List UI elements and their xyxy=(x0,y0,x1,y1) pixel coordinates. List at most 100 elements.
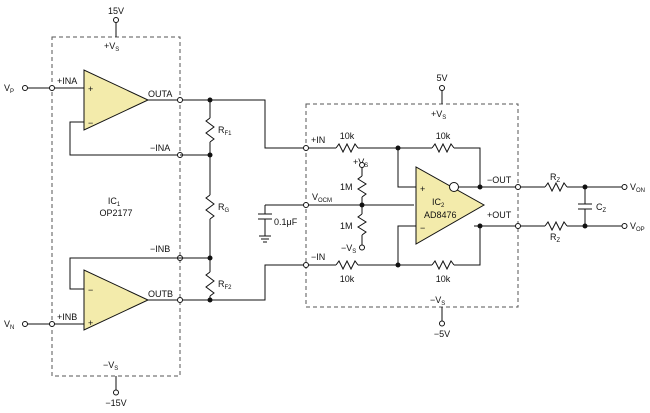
junction-plus-out xyxy=(477,223,483,229)
ic2-plus-input-wire xyxy=(397,148,416,188)
resistor-rf2-label: RF2 xyxy=(218,279,232,291)
resistor-rg xyxy=(205,194,215,220)
resistor-10k-feedback-bottom-label: 10k xyxy=(436,274,451,284)
ic2-supply-positive-voltage: 5V xyxy=(436,73,447,83)
ic1-amp-a-minus-sign: − xyxy=(88,118,93,128)
ic2-part-number: AD8476 xyxy=(424,210,457,220)
ic1-amp-b-minus-sign: − xyxy=(88,285,93,295)
junction-minus-out xyxy=(477,184,483,190)
out-b-to-ic2-wire xyxy=(210,264,306,301)
ic2-feedback-top-wire xyxy=(454,147,481,187)
ic2-supply-negative-terminal xyxy=(439,320,445,327)
ic1-supply-positive-pin-label: +VS xyxy=(104,41,119,53)
ic1-amp-b-triangle xyxy=(83,269,150,331)
output-vop-label: VOP xyxy=(630,221,645,233)
resistor-10k-input-top-label: 10k xyxy=(340,131,355,141)
ic2-supply-positive-pin-label: +VS xyxy=(431,109,446,121)
resistor-rz-bottom xyxy=(544,220,568,232)
resistor-1m-top xyxy=(357,175,367,198)
junction-cz-top xyxy=(582,184,588,190)
input-vp-label: VP xyxy=(4,83,14,95)
ic2-pin-vocm-label: VOCM xyxy=(312,192,332,204)
junction-ic2-bottom-bus xyxy=(395,262,401,268)
ic1-amp-b-plus-sign: + xyxy=(88,318,93,328)
ic2-divider-vs-negative-terminal xyxy=(359,244,365,251)
ic2-divider-vs-positive-terminal xyxy=(359,162,365,168)
ic1-pin-minus-ina-label: −INA xyxy=(150,143,170,153)
out-a-to-ic2-wire xyxy=(210,99,306,149)
ic2-pin-vocm xyxy=(303,202,309,208)
output-von-terminal xyxy=(621,184,628,190)
ic2-pin-minus-out-label: −OUT xyxy=(487,175,512,185)
ic2-pin-minus-in-label: −IN xyxy=(311,252,325,262)
ic2-amp-minus-sign: − xyxy=(420,223,425,233)
ic1-name: IC1 xyxy=(108,196,121,208)
resistor-10k-input-bottom xyxy=(335,259,359,271)
ic2-minus-input-wire xyxy=(397,225,416,265)
junction-cz-bottom xyxy=(582,223,588,229)
ic2-pin-plus-out-label: +OUT xyxy=(487,210,512,220)
ic1-supply-negative-terminal xyxy=(113,389,119,396)
ic2-pin-plus-in-label: +IN xyxy=(311,135,325,145)
ic1-supply-positive-voltage: 15V xyxy=(108,6,124,16)
ic1-amp-a-triangle xyxy=(83,69,150,131)
ic1-pin-out-b xyxy=(177,297,183,303)
ic2-pin-plus-in xyxy=(303,145,309,151)
junction-minus-inb xyxy=(207,255,213,261)
input-vn-terminal xyxy=(22,321,28,327)
resistor-rf1 xyxy=(205,117,215,143)
resistor-10k-input-bottom-label: 10k xyxy=(340,274,355,284)
ic2-pin-minus-in xyxy=(303,262,309,268)
input-vn-label: VN xyxy=(4,319,14,331)
ic2-supply-positive-terminal xyxy=(439,85,445,91)
ic1-pin-out-a-label: OUTA xyxy=(148,89,172,99)
ic2-supply-negative-voltage: −5V xyxy=(434,329,450,339)
ic1-pin-plus-inb-label: +INB xyxy=(57,312,77,322)
ic2-divider-vs-negative-label: −VS xyxy=(341,243,356,255)
resistor-1m-top-label: 1M xyxy=(340,182,353,192)
resistor-rz-top xyxy=(544,181,568,193)
junction-vocm-divider xyxy=(359,202,365,208)
output-vop-terminal xyxy=(621,223,628,229)
output-von-label: VON xyxy=(630,182,645,194)
resistor-rz-top-label: RZ xyxy=(550,172,561,184)
resistor-10k-feedback-top-label: 10k xyxy=(436,131,451,141)
ic1-amp-a-plus-sign: + xyxy=(88,84,93,94)
ic1-pin-out-b-label: OUTB xyxy=(148,289,173,299)
resistor-10k-feedback-top xyxy=(431,142,455,154)
bypass-cap-label: 0.1μF xyxy=(274,217,298,227)
resistor-rf1-label: RF1 xyxy=(218,125,232,137)
ic1-amp-a-feedback-wire xyxy=(69,121,180,156)
ic1-pin-plus-inb xyxy=(49,321,55,327)
resistor-rf2 xyxy=(205,271,215,297)
capacitor-cz-label: CZ xyxy=(596,202,607,214)
ic2-pin-plus-out xyxy=(515,223,521,229)
ic1-supply-positive-terminal xyxy=(113,17,119,23)
ic1-pin-plus-ina-label: +INA xyxy=(57,76,77,86)
ic1-pin-out-a xyxy=(177,97,183,103)
ic1-part-number: OP2177 xyxy=(99,208,132,218)
ic2-feedback-bottom-wire xyxy=(454,226,481,266)
ic1-supply-negative-pin-label: −VS xyxy=(103,360,118,372)
ic2-divider-vs-positive-label: +VS xyxy=(353,157,368,169)
ic1-pin-plus-ina xyxy=(49,85,55,91)
ic1-supply-negative-voltage: −15V xyxy=(105,398,126,408)
resistor-10k-input-top xyxy=(335,142,359,154)
ic2-amp-plus-sign: + xyxy=(420,184,425,194)
resistor-1m-bottom xyxy=(357,213,367,236)
resistor-rz-bottom-label: RZ xyxy=(550,232,561,244)
junction-minus-ina xyxy=(207,152,213,158)
ic2-inverting-output-bubble xyxy=(449,182,459,192)
ic1-amp-b-feedback-wire xyxy=(69,257,180,290)
resistor-1m-bottom-label: 1M xyxy=(340,221,353,231)
input-vp-terminal xyxy=(22,85,28,91)
ic2-pin-minus-out xyxy=(515,184,521,190)
ic1-pin-minus-inb-label: −INB xyxy=(150,244,170,254)
resistor-10k-feedback-bottom xyxy=(431,259,455,271)
ic2-supply-negative-pin-label: −VS xyxy=(430,295,445,307)
ic2-amp-triangle xyxy=(415,166,486,245)
junction-ic2-top-bus xyxy=(395,145,401,151)
ic2-name: IC2 xyxy=(432,197,445,209)
resistor-rg-label: RG xyxy=(218,202,230,214)
